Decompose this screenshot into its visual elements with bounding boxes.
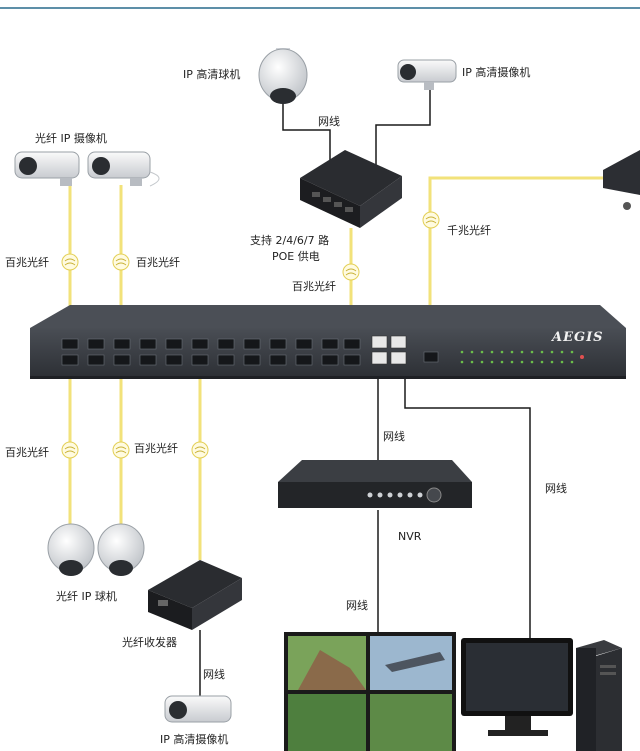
- label-wire-bottom: 网线: [203, 668, 225, 681]
- label-gigabit-fiber: 千兆光纤: [447, 224, 491, 237]
- label-wire-nvr: 网线: [383, 430, 405, 443]
- label-poe-support-1: 支持 2/4/6/7 路: [250, 234, 330, 247]
- label-fiber-dome-bottom: 光纤 IP 球机: [56, 590, 117, 603]
- label-fiber-100-c: 百兆光纤: [292, 280, 336, 293]
- label-fiber-100-a: 百兆光纤: [5, 256, 49, 269]
- label-fiber-100-e: 百兆光纤: [134, 442, 178, 455]
- pc-monitor: [461, 638, 573, 736]
- label-wire-top: 网线: [318, 115, 340, 128]
- switch-brand-logo: AEGIS: [552, 330, 604, 345]
- label-nvr: NVR: [398, 530, 422, 543]
- label-ip-dome-top: IP 高清球机: [183, 68, 241, 81]
- pc-tower: [576, 640, 622, 751]
- main-switch: [30, 305, 626, 379]
- wire-lines: [199, 88, 531, 700]
- video-wall-monitor: [284, 632, 456, 751]
- ip-bullet-camera-top: [397, 59, 457, 90]
- label-wire-right: 网线: [545, 482, 567, 495]
- ip-bullet-camera-bottom: [164, 695, 232, 723]
- label-transceiver: 光纤收发器: [122, 636, 177, 649]
- label-fiber-100-d: 百兆光纤: [5, 446, 49, 459]
- label-ip-bullet-top: IP 高清摄像机: [462, 66, 531, 79]
- nvr-device: [278, 460, 472, 508]
- label-fiber-ip-camera: 光纤 IP 摄像机: [35, 132, 107, 145]
- fiber-dome-camera-2: [97, 523, 145, 576]
- fiber-ip-camera-2: [87, 151, 160, 187]
- label-wire-monitor: 网线: [346, 599, 368, 612]
- fiber-ip-camera-1: [14, 151, 80, 186]
- label-fiber-100-b: 百兆光纤: [136, 256, 180, 269]
- edge-device-top-right: [603, 150, 640, 210]
- ip-dome-camera-top: [258, 48, 308, 104]
- label-ip-bullet-bottom: IP 高清摄像机: [160, 733, 229, 746]
- fiber-dome-camera-1: [47, 523, 95, 576]
- label-poe-support-2: POE 供电: [272, 250, 320, 263]
- fiber-transceiver: [148, 560, 242, 630]
